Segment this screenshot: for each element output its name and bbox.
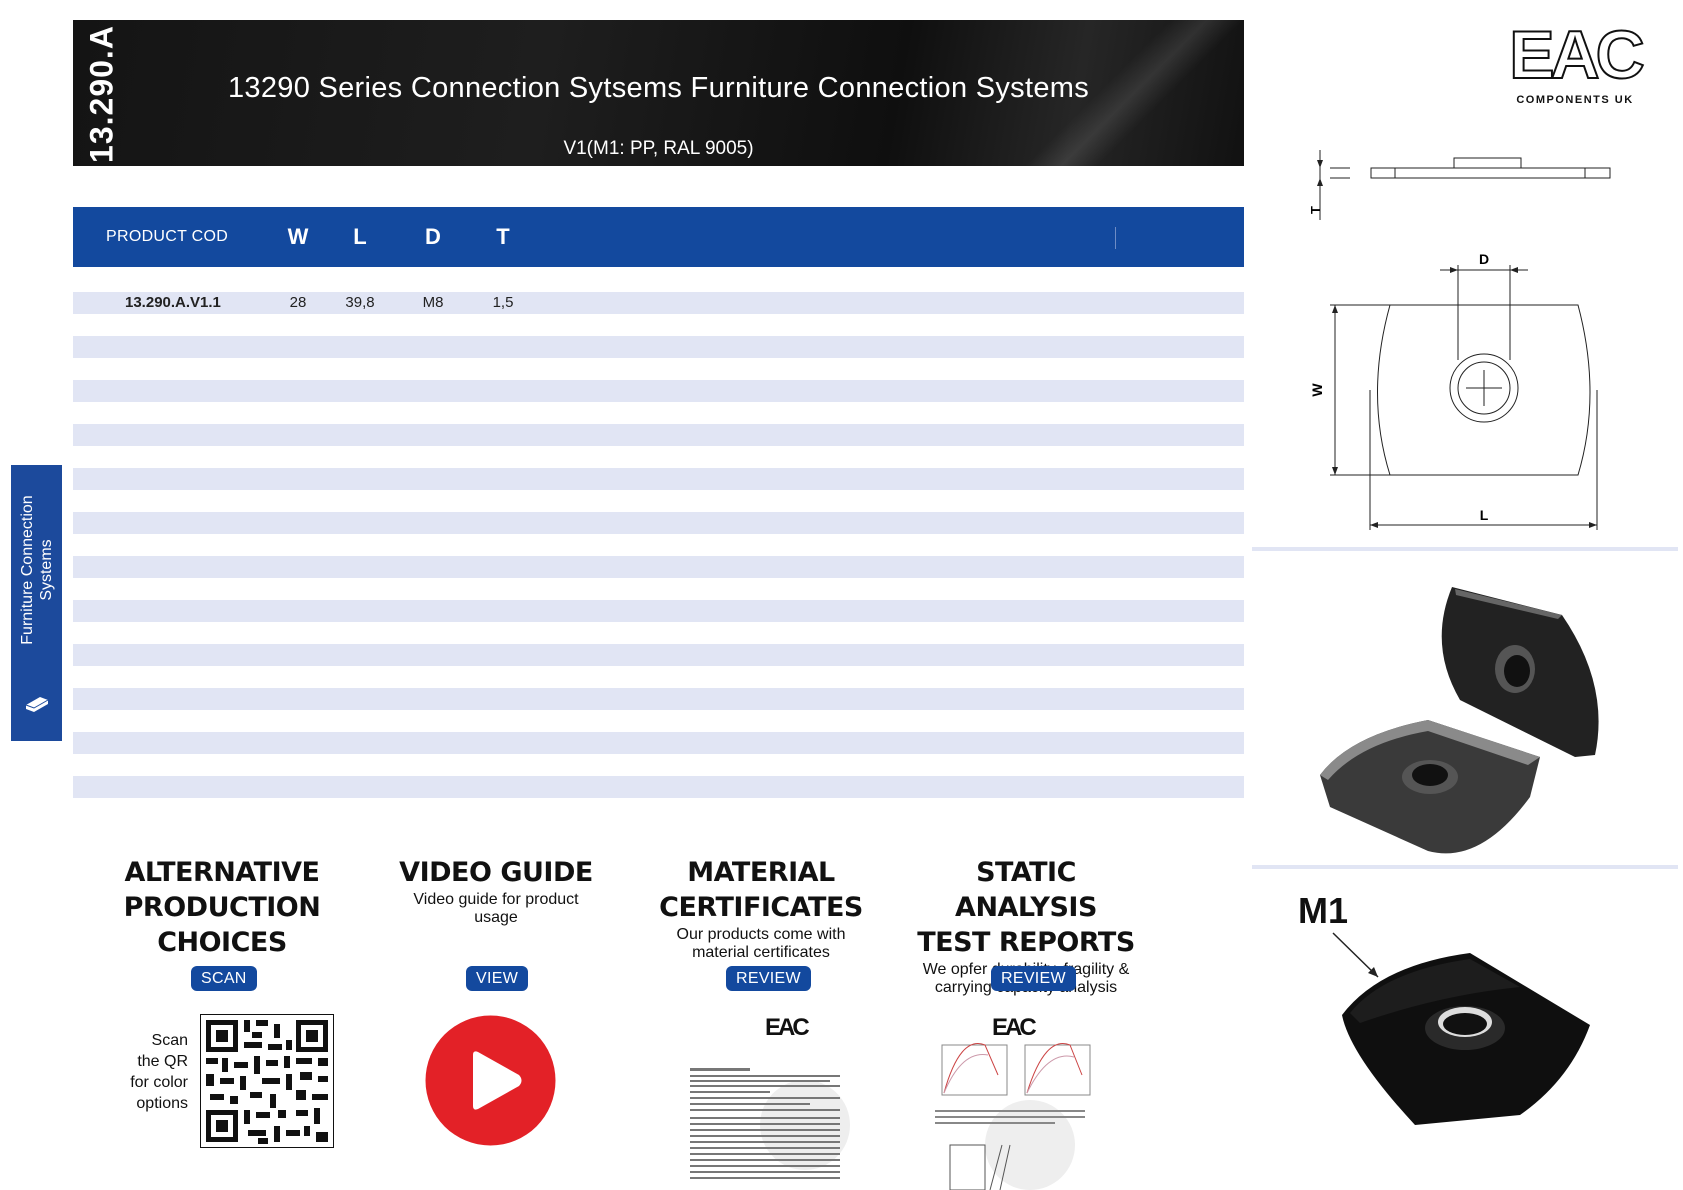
- column-header-l: L: [353, 224, 367, 249]
- panel-separator: [1252, 865, 1678, 869]
- section-title-line: PRODUCTION: [123, 892, 321, 923]
- scan-button[interactable]: SCAN: [191, 966, 257, 991]
- table-row: [73, 380, 1244, 402]
- column-header-code: PRODUCT COD: [106, 228, 229, 245]
- section-title-line: CERTIFICATES: [659, 892, 863, 923]
- svg-text:EAC: EAC: [765, 1014, 809, 1041]
- table-row: [73, 688, 1244, 710]
- header-divider: [1115, 227, 1116, 249]
- table-row: [73, 512, 1244, 534]
- connector-icon: [25, 697, 49, 712]
- page-subtitle: V1(M1: PP, RAL 9005): [563, 138, 754, 159]
- review-reports-button[interactable]: REVIEW: [991, 966, 1076, 991]
- variant-render-3d: [1332, 932, 1590, 1125]
- scan-line: for color: [130, 1074, 188, 1091]
- section-title-line: CHOICES: [157, 927, 287, 958]
- brand-logo: EAC COMPONENTS UK: [1495, 16, 1655, 108]
- page-title: 13290 Series Connection Sytsems Furnitur…: [227, 72, 1090, 104]
- review-certificates-button[interactable]: REVIEW: [726, 966, 811, 991]
- section-desc-line: material certificates: [692, 944, 830, 961]
- side-tab-label-line1: Furniture Connection: [18, 495, 36, 645]
- column-header-d: D: [425, 224, 441, 249]
- section-desc-line: Our products come with: [676, 926, 846, 943]
- cell-product-code: 13.290.A.V1.1: [125, 294, 221, 311]
- table-header: PRODUCT COD W L D T: [73, 207, 1244, 267]
- scan-line: Scan: [151, 1032, 188, 1049]
- section-title-line: MATERIAL: [687, 857, 835, 888]
- table-row: [73, 732, 1244, 754]
- cell-t: 1,5: [492, 294, 514, 311]
- video-guide-section: VIDEO GUIDE Video guide for product usag…: [376, 855, 616, 926]
- static-analysis-section: STATIC ANALYSIS TEST REPORTS We opfer du…: [906, 855, 1146, 996]
- table-row: [73, 424, 1244, 446]
- scan-instructions: Scan the QR for color options: [100, 1030, 188, 1114]
- table-row-data: 13.290.A.V1.1 28 39,8 M8 1,5: [73, 292, 1244, 314]
- scan-line: the QR: [137, 1053, 188, 1070]
- material-certificates-section: MATERIAL CERTIFICATES Our products come …: [641, 855, 881, 961]
- drawing-label-w: W: [1309, 383, 1325, 397]
- alternative-choices-section: ALTERNATIVE PRODUCTION CHOICES: [102, 855, 342, 960]
- side-tab-label: Furniture Connection Systems: [18, 495, 56, 644]
- play-icon[interactable]: [425, 1015, 556, 1146]
- logo-text: EAC: [1508, 16, 1646, 94]
- variant-label: M1: [1298, 890, 1349, 931]
- logo-subtext: COMPONENTS UK: [1516, 94, 1634, 106]
- header-banner: 13.290.A 13290 Series Connection Sytsems…: [73, 20, 1244, 166]
- section-desc-line: Video guide for product: [413, 891, 579, 908]
- drawing-label-d: D: [1479, 251, 1489, 267]
- table-row: [73, 776, 1244, 798]
- table-row: [73, 292, 1244, 314]
- technical-drawing: T D W L: [1308, 150, 1611, 530]
- certificate-thumbnail-icon[interactable]: EAC: [685, 1005, 860, 1190]
- view-button[interactable]: VIEW: [466, 966, 529, 991]
- drawing-label-l: L: [1480, 507, 1489, 523]
- product-render-3d: [1320, 587, 1599, 854]
- table-row: [73, 468, 1244, 490]
- scan-line: options: [136, 1095, 188, 1112]
- side-tab-label-line2: Systems: [37, 539, 55, 601]
- category-side-tab[interactable]: Furniture Connection Systems: [11, 465, 62, 741]
- cell-w: 28: [289, 294, 307, 311]
- column-header-w: W: [287, 224, 309, 249]
- svg-text:EAC: EAC: [992, 1014, 1036, 1041]
- section-title: VIDEO GUIDE: [399, 857, 593, 888]
- cell-d: M8: [422, 294, 444, 311]
- qr-code-icon[interactable]: [200, 1014, 334, 1148]
- drawing-label-t: T: [1308, 206, 1323, 214]
- table-row: [73, 336, 1244, 358]
- cell-l: 39,8: [345, 294, 375, 311]
- section-title-line: ALTERNATIVE: [124, 857, 320, 888]
- column-header-t: T: [496, 224, 510, 249]
- table-row: [73, 600, 1244, 622]
- table-row: [73, 556, 1244, 578]
- panel-separator: [1252, 547, 1678, 551]
- section-title-line: STATIC ANALYSIS: [955, 857, 1097, 923]
- test-report-thumbnail-icon[interactable]: EAC: [930, 1005, 1105, 1190]
- section-desc-line: usage: [474, 909, 518, 926]
- table-row: [73, 644, 1244, 666]
- banner-highlight: [1024, 20, 1244, 166]
- section-title-line: TEST REPORTS: [917, 927, 1135, 958]
